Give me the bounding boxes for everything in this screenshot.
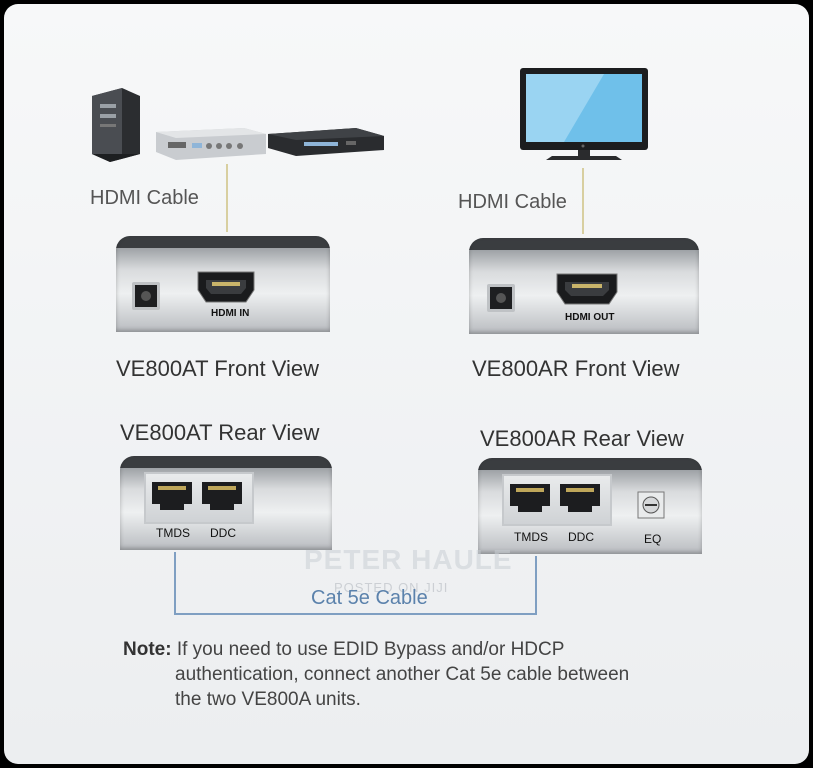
hdmi-port-icon (556, 273, 618, 305)
monitor-icon (520, 68, 648, 160)
ve800at-front-panel: HDMI IN (116, 236, 330, 332)
rj45-ports-icon (152, 482, 242, 510)
note-block: Note: If you need to use EDID Bypass and… (123, 637, 743, 712)
watermark-text: PETER HAULE (304, 544, 513, 575)
hdmi-port-icon (197, 271, 255, 303)
note-line-3: the two VE800A units. (175, 689, 361, 710)
eq-dial-icon (637, 491, 665, 519)
cat5e-cable-label: Cat 5e Cable (311, 587, 428, 609)
tmds-port-label: TMDS (156, 526, 190, 540)
pc-tower-icon (92, 88, 140, 162)
rj45-ports-icon (510, 484, 600, 512)
ddc-port-label: DDC (210, 526, 236, 540)
note-label: Note: (123, 639, 172, 660)
power-jack-icon (132, 282, 160, 310)
eq-label: EQ (644, 532, 662, 546)
ddc-port-label: DDC (568, 530, 594, 544)
hdmi-out-label: HDMI OUT (565, 312, 615, 323)
tmds-port-label: TMDS (514, 530, 548, 544)
ve800at-front-view-label: VE800AT Front View (116, 356, 319, 381)
ve800ar-rear-view-label: VE800AR Rear View (480, 426, 684, 451)
cat5e-cable-line (174, 552, 537, 615)
watermark-subtext: POSTED ON JIJI (334, 580, 449, 595)
av-receiver-icon (156, 128, 266, 160)
source-devices-illustration (92, 68, 648, 615)
ve800at-rear-view-label: VE800AT Rear View (120, 420, 320, 445)
diagram-frame: HDMI Cable HDMI Cable HDMI IN VE800AT Fr… (4, 4, 809, 764)
ve800ar-front-view-label: VE800AR Front View (472, 356, 680, 381)
right-hdmi-cable-label: HDMI Cable (458, 191, 567, 213)
hdmi-in-label: HDMI IN (211, 308, 250, 319)
left-hdmi-cable-label: HDMI Cable (90, 187, 199, 209)
power-jack-icon (487, 284, 515, 312)
note-line-2: authentication, connect another Cat 5e c… (175, 664, 630, 685)
ve800ar-front-panel: HDMI OUT (469, 238, 699, 334)
dvd-player-icon (268, 128, 384, 156)
note-line-1: If you need to use EDID Bypass and/or HD… (176, 639, 565, 660)
ve800ar-rear-panel: TMDS DDC EQ (478, 458, 702, 554)
ve800at-rear-panel: TMDS DDC (120, 456, 332, 550)
